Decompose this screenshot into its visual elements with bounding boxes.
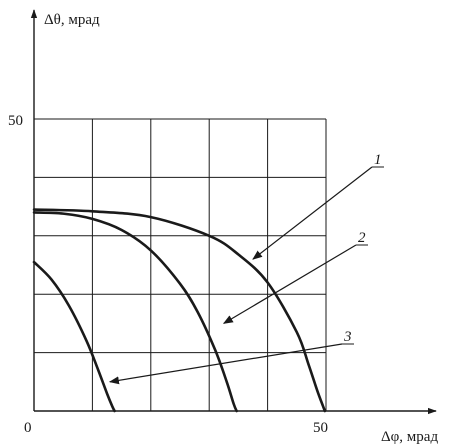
- annotation-1-label: 1: [374, 152, 382, 168]
- curves: [32, 208, 327, 413]
- x-axis-label: Δφ, мрад: [381, 429, 438, 445]
- annotation-1: 1: [252, 152, 384, 260]
- y-axis-label: Δθ, мрад: [44, 12, 100, 28]
- grid: [34, 118, 327, 411]
- series-2-line: [32, 211, 238, 413]
- annotation-3: 3: [108, 329, 354, 385]
- annotation-2: 2: [222, 230, 368, 324]
- annotation-3-leader: [108, 343, 343, 385]
- svg-text:Δφ, мрад: Δφ, мрад: [381, 429, 438, 445]
- annotation-2-leader: [222, 244, 357, 324]
- annotation-3-label: 3: [343, 329, 352, 345]
- x-tick-label-50: 50: [313, 420, 328, 436]
- annotation-2-label: 2: [358, 230, 366, 246]
- series-1-line: [32, 208, 327, 413]
- svg-text:Δθ, мрад: Δθ, мрад: [44, 12, 100, 28]
- series-3-line: [32, 260, 116, 413]
- x-tick-label-0: 0: [24, 420, 32, 436]
- tick-labels: 0 50 50: [8, 113, 328, 436]
- y-tick-label-50: 50: [8, 113, 23, 129]
- annotations: 1 2 3: [108, 152, 384, 385]
- annotation-1-leader: [252, 166, 373, 260]
